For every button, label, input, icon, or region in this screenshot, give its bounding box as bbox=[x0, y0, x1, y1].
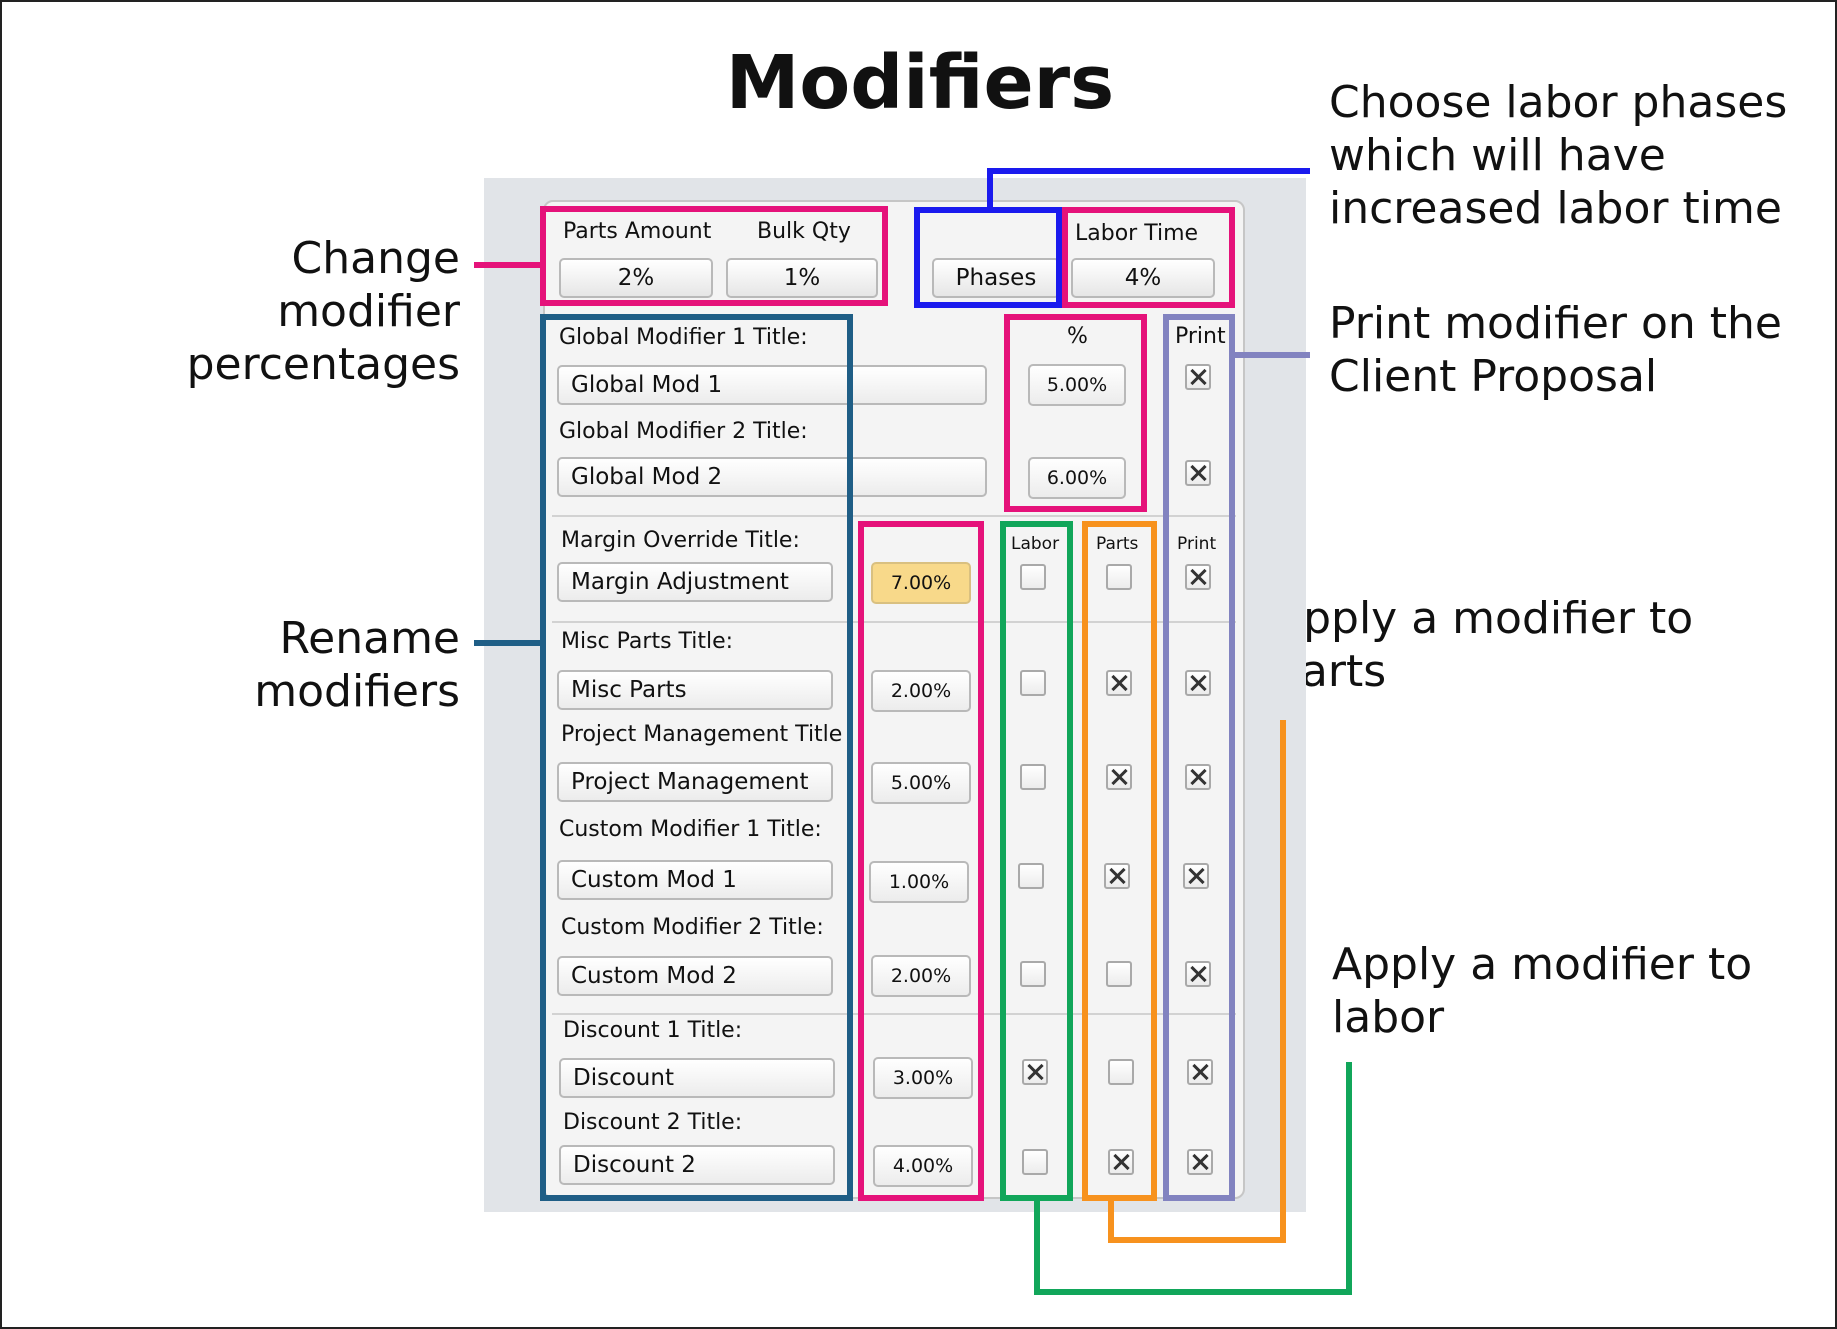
misc-parts-input[interactable]: Misc Parts bbox=[557, 670, 833, 710]
discount-2-print-checkbox[interactable] bbox=[1187, 1149, 1213, 1175]
margin-override-parts-checkbox[interactable] bbox=[1106, 564, 1132, 590]
highlight-rename-column bbox=[540, 314, 853, 1201]
parts-header: Parts bbox=[1096, 534, 1139, 554]
highlight-print-column bbox=[1163, 314, 1235, 1201]
bulk-qty-label: Bulk Qty bbox=[757, 219, 851, 244]
labor-time-label: Labor Time bbox=[1075, 221, 1199, 246]
global-mod-2-print-checkbox[interactable] bbox=[1185, 460, 1211, 486]
misc-parts-print-checkbox[interactable] bbox=[1185, 670, 1211, 696]
connector-print bbox=[1235, 352, 1310, 358]
connector-parts-vertical-down bbox=[1108, 1201, 1114, 1243]
global-mod-2-input[interactable]: Global Mod 2 bbox=[557, 457, 987, 497]
custom-mod-1-print-checkbox[interactable] bbox=[1183, 863, 1209, 889]
global-mod-1-input[interactable]: Global Mod 1 bbox=[557, 365, 987, 405]
global-pct-header: % bbox=[1067, 324, 1088, 349]
highlight-top-percentages bbox=[540, 206, 888, 306]
custom-mod-1-parts-checkbox[interactable] bbox=[1104, 863, 1130, 889]
custom-mod-2-parts-checkbox[interactable] bbox=[1106, 961, 1132, 987]
annotation-phases: Choose labor phases which will have incr… bbox=[1329, 77, 1788, 234]
discount-1-pct[interactable]: 3.00% bbox=[873, 1057, 973, 1099]
connector-labor-vertical-down bbox=[1034, 1201, 1040, 1295]
custom-mod-1-label: Custom Modifier 1 Title: bbox=[559, 817, 822, 842]
global-mod-1-pct[interactable]: 5.00% bbox=[1028, 364, 1126, 406]
labor-time-field[interactable]: 4% bbox=[1071, 258, 1215, 298]
annotation-apply-labor: Apply a modifier to labor bbox=[1332, 939, 1753, 1043]
connector-change-percentages bbox=[474, 262, 540, 268]
annotation-apply-parts: Apply a modifier to parts bbox=[1273, 593, 1694, 697]
separator bbox=[552, 621, 1236, 623]
project-management-parts-checkbox[interactable] bbox=[1106, 764, 1132, 790]
margin-override-input[interactable]: Margin Adjustment bbox=[557, 562, 833, 602]
project-management-labor-checkbox[interactable] bbox=[1020, 764, 1046, 790]
discount-1-labor-checkbox[interactable] bbox=[1022, 1059, 1048, 1085]
highlight-labor-column bbox=[1000, 521, 1073, 1201]
project-management-label: Project Management Title bbox=[561, 722, 843, 747]
misc-parts-parts-checkbox[interactable] bbox=[1106, 670, 1132, 696]
discount-1-label: Discount 1 Title: bbox=[563, 1018, 743, 1043]
misc-parts-pct[interactable]: 2.00% bbox=[871, 670, 971, 712]
custom-mod-2-print-checkbox[interactable] bbox=[1185, 961, 1211, 987]
connector-labor-vertical-up bbox=[1346, 1062, 1352, 1295]
separator bbox=[552, 1013, 1236, 1015]
misc-parts-labor-checkbox[interactable] bbox=[1020, 670, 1046, 696]
parts-amount-label: Parts Amount bbox=[563, 219, 712, 244]
project-management-pct[interactable]: 5.00% bbox=[871, 762, 971, 804]
custom-mod-2-input[interactable]: Custom Mod 2 bbox=[557, 956, 833, 996]
discount-2-parts-checkbox[interactable] bbox=[1108, 1149, 1134, 1175]
highlight-labor-time bbox=[1062, 207, 1235, 308]
margin-override-label: Margin Override Title: bbox=[561, 528, 800, 553]
global-mod-1-label: Global Modifier 1 Title: bbox=[559, 325, 808, 350]
annotation-change-percentages: Change modifier percentages bbox=[186, 233, 460, 390]
bulk-qty-field[interactable]: 1% bbox=[726, 258, 878, 298]
discount-2-labor-checkbox[interactable] bbox=[1022, 1149, 1048, 1175]
parts-amount-field[interactable]: 2% bbox=[559, 258, 713, 298]
annotation-rename: Rename modifiers bbox=[254, 613, 460, 717]
project-management-input[interactable]: Project Management bbox=[557, 762, 833, 802]
discount-1-parts-checkbox[interactable] bbox=[1108, 1059, 1134, 1085]
connector-rename bbox=[474, 640, 540, 646]
margin-override-print-checkbox[interactable] bbox=[1185, 564, 1211, 590]
phases-button[interactable]: Phases bbox=[932, 258, 1060, 298]
connector-labor-horizontal bbox=[1034, 1289, 1352, 1295]
discount-2-label: Discount 2 Title: bbox=[563, 1110, 743, 1135]
margin-override-pct[interactable]: 7.00% bbox=[871, 562, 971, 604]
discount-2-input[interactable]: Discount 2 bbox=[559, 1145, 835, 1185]
highlight-global-pct bbox=[1004, 314, 1147, 512]
project-management-print-checkbox[interactable] bbox=[1185, 764, 1211, 790]
connector-parts-vertical-up bbox=[1280, 720, 1286, 1243]
global-mod-2-label: Global Modifier 2 Title: bbox=[559, 419, 808, 444]
print-header: Print bbox=[1177, 534, 1217, 554]
discount-1-input[interactable]: Discount bbox=[559, 1058, 835, 1098]
highlight-parts-column bbox=[1082, 521, 1157, 1201]
connector-phases-horizontal bbox=[987, 168, 1310, 174]
custom-mod-2-labor-checkbox[interactable] bbox=[1020, 961, 1046, 987]
page-title: Modifiers bbox=[725, 40, 1115, 126]
connector-phases-vertical bbox=[987, 168, 993, 210]
discount-2-pct[interactable]: 4.00% bbox=[873, 1145, 973, 1187]
global-mod-1-print-checkbox[interactable] bbox=[1185, 364, 1211, 390]
annotation-print: Print modifier on the Client Proposal bbox=[1329, 298, 1782, 402]
global-print-header: Print bbox=[1175, 324, 1226, 349]
custom-mod-1-pct[interactable]: 1.00% bbox=[869, 861, 969, 903]
custom-mod-1-input[interactable]: Custom Mod 1 bbox=[557, 860, 833, 900]
misc-parts-label: Misc Parts Title: bbox=[561, 629, 734, 654]
global-mod-2-pct[interactable]: 6.00% bbox=[1028, 457, 1126, 499]
custom-mod-1-labor-checkbox[interactable] bbox=[1018, 863, 1044, 889]
labor-header: Labor bbox=[1011, 534, 1060, 554]
custom-mod-2-label: Custom Modifier 2 Title: bbox=[561, 915, 824, 940]
highlight-pct-column bbox=[858, 521, 984, 1201]
connector-parts-horizontal bbox=[1108, 1237, 1286, 1243]
separator bbox=[552, 515, 1236, 517]
margin-override-labor-checkbox[interactable] bbox=[1020, 564, 1046, 590]
discount-1-print-checkbox[interactable] bbox=[1187, 1059, 1213, 1085]
custom-mod-2-pct[interactable]: 2.00% bbox=[871, 955, 971, 997]
highlight-phases bbox=[914, 207, 1062, 308]
